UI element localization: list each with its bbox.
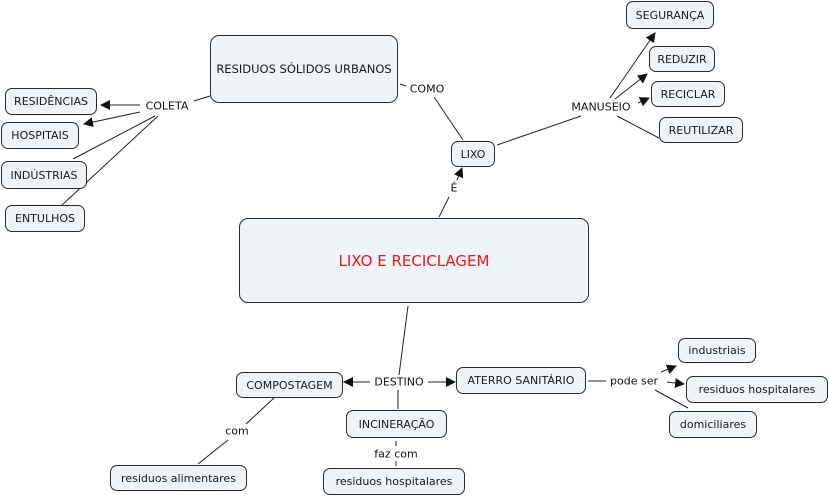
concept-reutilizar[interactable]: REUTILIZAR	[659, 117, 743, 143]
concept-seguranca[interactable]: SEGURANÇA	[626, 1, 714, 29]
line-coleta-industrias	[72, 115, 156, 160]
line-manuseio-reutilizar	[616, 115, 660, 139]
concept-label: industriais	[688, 344, 746, 357]
concept-label: RESIDÊNCIAS	[14, 95, 88, 108]
concept-industriais[interactable]: industriais	[678, 338, 756, 363]
concept-lixo-e-reciclagem[interactable]: LIXO E RECICLAGEM	[239, 218, 589, 303]
concept-label: residuos hospitalares	[335, 475, 453, 488]
concept-industrias[interactable]: INDÚSTRIAS	[1, 161, 87, 189]
concept-hospitais[interactable]: HOSPITAIS	[1, 122, 79, 149]
link-com[interactable]: com	[224, 424, 250, 438]
concept-residuos-alimentares[interactable]: residuos alimentares	[110, 465, 247, 491]
concept-incineracao[interactable]: INCINERAÇÃO	[346, 410, 447, 438]
concept-label: REUTILIZAR	[668, 123, 734, 137]
line-com-alimentares	[197, 439, 229, 465]
concept-label: residuos hospitalares	[698, 383, 816, 396]
link-como[interactable]: COMO	[408, 82, 446, 96]
concept-label: RESIDUOS SÓLIDOS URBANOS	[216, 62, 392, 76]
concept-label: domiciliares	[679, 418, 747, 431]
line-manuseio-reduzir	[614, 73, 648, 100]
concept-label: INCINERAÇÃO	[358, 417, 435, 431]
line-podeser-domiciliares	[654, 389, 689, 409]
concept-label: ATERRO SANITÁRIO	[467, 374, 575, 387]
line-lixo-manuseio	[496, 115, 582, 146]
concept-lixo[interactable]: LIXO	[451, 141, 495, 167]
concept-label: RECICLAR	[660, 87, 716, 101]
link-destino[interactable]: DESTINO	[373, 375, 425, 389]
line-main-destino	[398, 305, 409, 376]
concept-compostagem[interactable]: COMPOSTAGEM	[236, 372, 343, 398]
line-manuseio-reciclar	[637, 97, 650, 107]
concept-label: SEGURANÇA	[635, 8, 705, 22]
concept-residuos-solidos-urbanos[interactable]: RESIDUOS SÓLIDOS URBANOS	[210, 35, 398, 103]
line-main-e	[438, 196, 450, 218]
link-faz-com[interactable]: faz com	[373, 447, 419, 461]
line-e-lixo	[453, 167, 464, 181]
concept-residuos-hospitalares-aterro[interactable]: residuos hospitalares	[686, 376, 828, 403]
concept-reciclar[interactable]: RECICLAR	[651, 81, 725, 107]
concept-label: INDÚSTRIAS	[10, 168, 78, 182]
concept-residencias[interactable]: RESIDÊNCIAS	[5, 88, 97, 115]
link-manuseio[interactable]: MANUSEIO	[570, 100, 632, 114]
link-e[interactable]: É	[449, 181, 459, 195]
concept-label: HOSPITAIS	[11, 129, 69, 142]
concept-label: REDUZIR	[657, 52, 707, 66]
line-coleta-hospitais	[83, 111, 141, 128]
line-coleta-entulhos	[60, 115, 159, 207]
concept-label: LIXO	[460, 147, 486, 161]
line-rsu-como	[399, 83, 407, 87]
link-coleta[interactable]: COLETA	[144, 99, 190, 113]
concept-label: LIXO E RECICLAGEM	[338, 251, 490, 270]
link-pode-ser[interactable]: pode ser	[609, 374, 659, 388]
concept-label: residuos alimentares	[121, 471, 236, 485]
concept-entulhos[interactable]: ENTULHOS	[5, 205, 85, 232]
concept-label: ENTULHOS	[15, 212, 75, 225]
line-manuseio-seguranca	[609, 32, 656, 99]
line-rsu-coleta	[193, 95, 211, 102]
line-como-lixo	[433, 96, 464, 141]
concept-label: COMPOSTAGEM	[246, 378, 333, 392]
concept-domiciliares[interactable]: domiciliares	[669, 411, 757, 438]
concept-aterro-sanitario[interactable]: ATERRO SANITÁRIO	[456, 367, 586, 394]
concept-residuos-hospitalares-incineracao[interactable]: residuos hospitalares	[323, 468, 465, 495]
concept-reduzir[interactable]: REDUZIR	[649, 46, 715, 72]
line-podeser-hospitalares	[666, 377, 685, 388]
line-compostagem-com	[245, 397, 275, 425]
line-podeser-industriais	[660, 364, 677, 374]
